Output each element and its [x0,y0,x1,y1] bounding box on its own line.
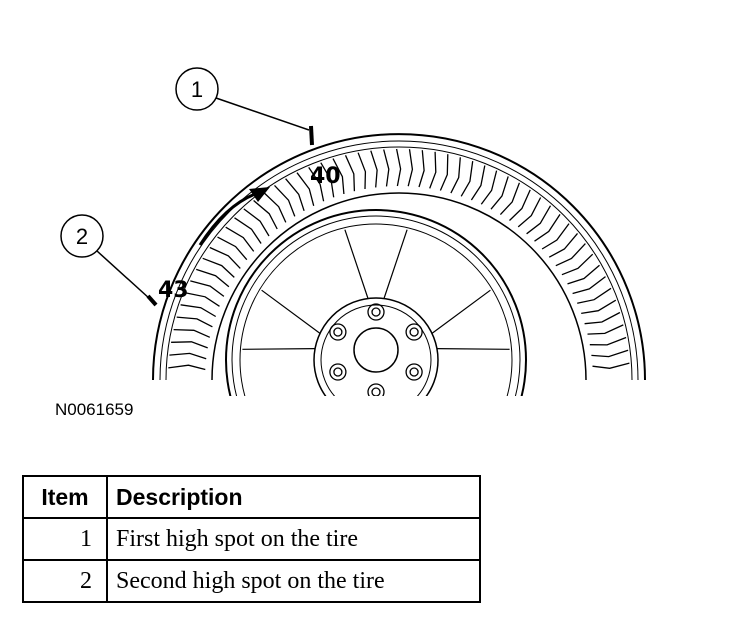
callout-2-number: 2 [76,224,88,249]
wheel [225,209,527,396]
table-row: 1 First high spot on the tire [22,517,481,561]
header-description: Description [106,475,481,519]
high-spot-mark-2: 43 [146,278,189,307]
mark-label-43: 43 [158,278,189,303]
mark-label-40: 40 [310,164,341,189]
tire-tread [168,148,630,371]
row-item: 2 [22,559,108,603]
header-item: Item [22,475,108,519]
wheel-spokes [242,229,510,350]
lug-nuts [329,303,423,396]
callout-1: 1 [175,67,310,131]
tire-diagram: 40 43 1 2 N0061659 [55,67,646,419]
rotation-arrow-icon [198,187,270,246]
row-description: First high spot on the tire [106,517,481,561]
legend-table: Item Description 1 First high spot on th… [22,475,481,603]
figure-id: N0061659 [55,400,133,419]
table-row: 2 Second high spot on the tire [22,559,481,603]
row-item: 1 [22,517,108,561]
callout-2: 2 [60,214,151,300]
tire [152,133,646,381]
legend-header-row: Item Description [22,475,481,519]
high-spot-mark-1: 40 [309,125,341,189]
callout-1-number: 1 [191,77,203,102]
row-description: Second high spot on the tire [106,559,481,603]
